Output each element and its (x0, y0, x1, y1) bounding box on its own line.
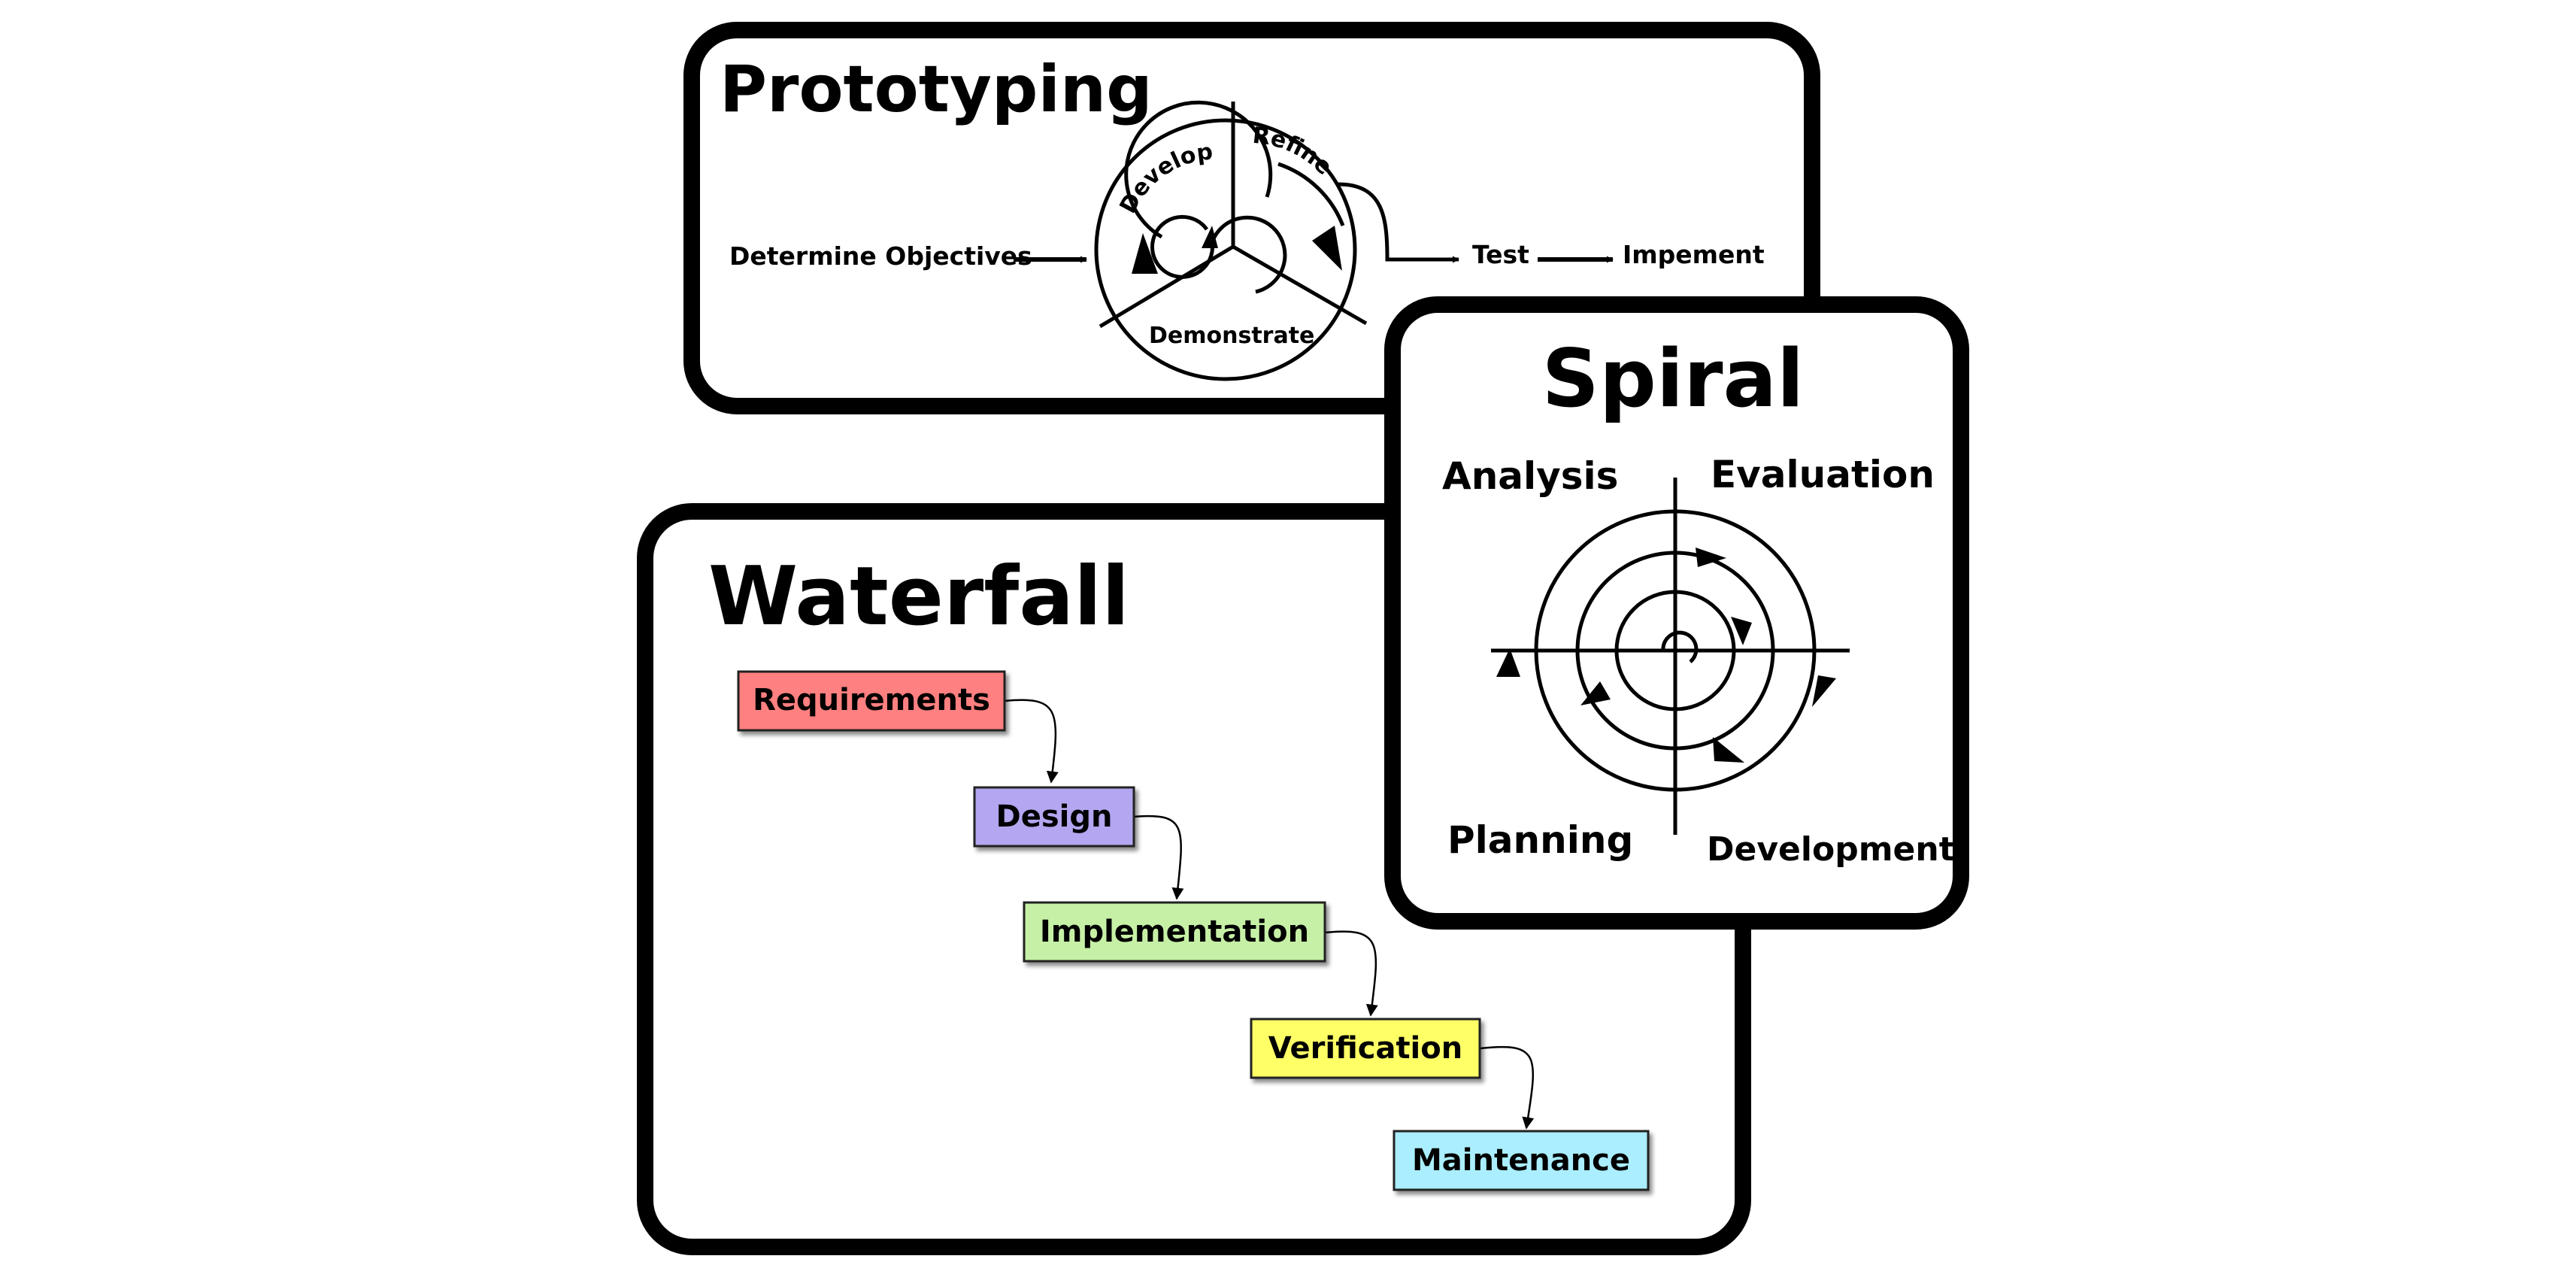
stage-design: Design (973, 786, 1135, 848)
stage-label: Verification (1268, 1031, 1462, 1066)
cycle-inner-spiral (1124, 100, 1345, 294)
spiral-arrowhead-4 (1713, 737, 1744, 763)
connector-implementation-verification (1324, 930, 1378, 1017)
quadrant-development: Development (1707, 830, 1955, 869)
implement-label: Impement (1623, 240, 1765, 269)
inner-arrowhead (1202, 226, 1218, 248)
stage-verification: Verification (1250, 1018, 1481, 1079)
quadrant-analysis: Analysis (1442, 454, 1618, 498)
refine-arrowhead (1312, 226, 1342, 271)
prototyping-title: Prototyping (720, 52, 1153, 127)
connector-design-implementation (1133, 815, 1184, 900)
waterfall-title: Waterfall (708, 550, 1129, 644)
stage-box (1250, 1018, 1481, 1079)
test-label: Test (1472, 240, 1529, 269)
develop-arrowhead (1132, 233, 1158, 274)
stage-box (1393, 1130, 1650, 1191)
spiral-arrowhead-6 (1496, 648, 1520, 677)
spiral-center-curl (1661, 630, 1699, 663)
determine-objectives-label: Determine Objectives (729, 241, 1032, 271)
quadrant-planning: Planning (1447, 818, 1633, 862)
spiral-panel: Spiral Analysis Evaluation Planning Deve… (1384, 296, 1969, 930)
connector-requirements-design (1004, 699, 1059, 784)
stage-label: Implementation (1040, 915, 1309, 949)
stage-label: Design (996, 799, 1113, 834)
stage-implementation: Implementation (1023, 901, 1326, 963)
quadrant-evaluation: Evaluation (1711, 453, 1935, 496)
stage-label: Requirements (753, 683, 990, 717)
spiral-graphic (1491, 478, 1850, 835)
to-test-arrow (1338, 182, 1459, 263)
spiral-arrowhead-1 (1696, 548, 1726, 567)
stage-box (973, 786, 1135, 848)
stage-label: Maintenance (1412, 1143, 1630, 1178)
stage-box (1023, 901, 1326, 963)
spiral-arrowhead-3 (1812, 675, 1836, 707)
spiral-arrowhead-2 (1731, 617, 1752, 645)
stage-requirements: Requirements (737, 670, 1006, 732)
demonstrate-label: Demonstrate (1149, 323, 1314, 349)
spiral-arrowhead-5 (1580, 681, 1611, 705)
stage-maintenance: Maintenance (1393, 1130, 1650, 1191)
spiral-title: Spiral (1542, 332, 1805, 425)
stage-box (737, 670, 1006, 732)
connector-verification-maintenance (1479, 1045, 1535, 1130)
